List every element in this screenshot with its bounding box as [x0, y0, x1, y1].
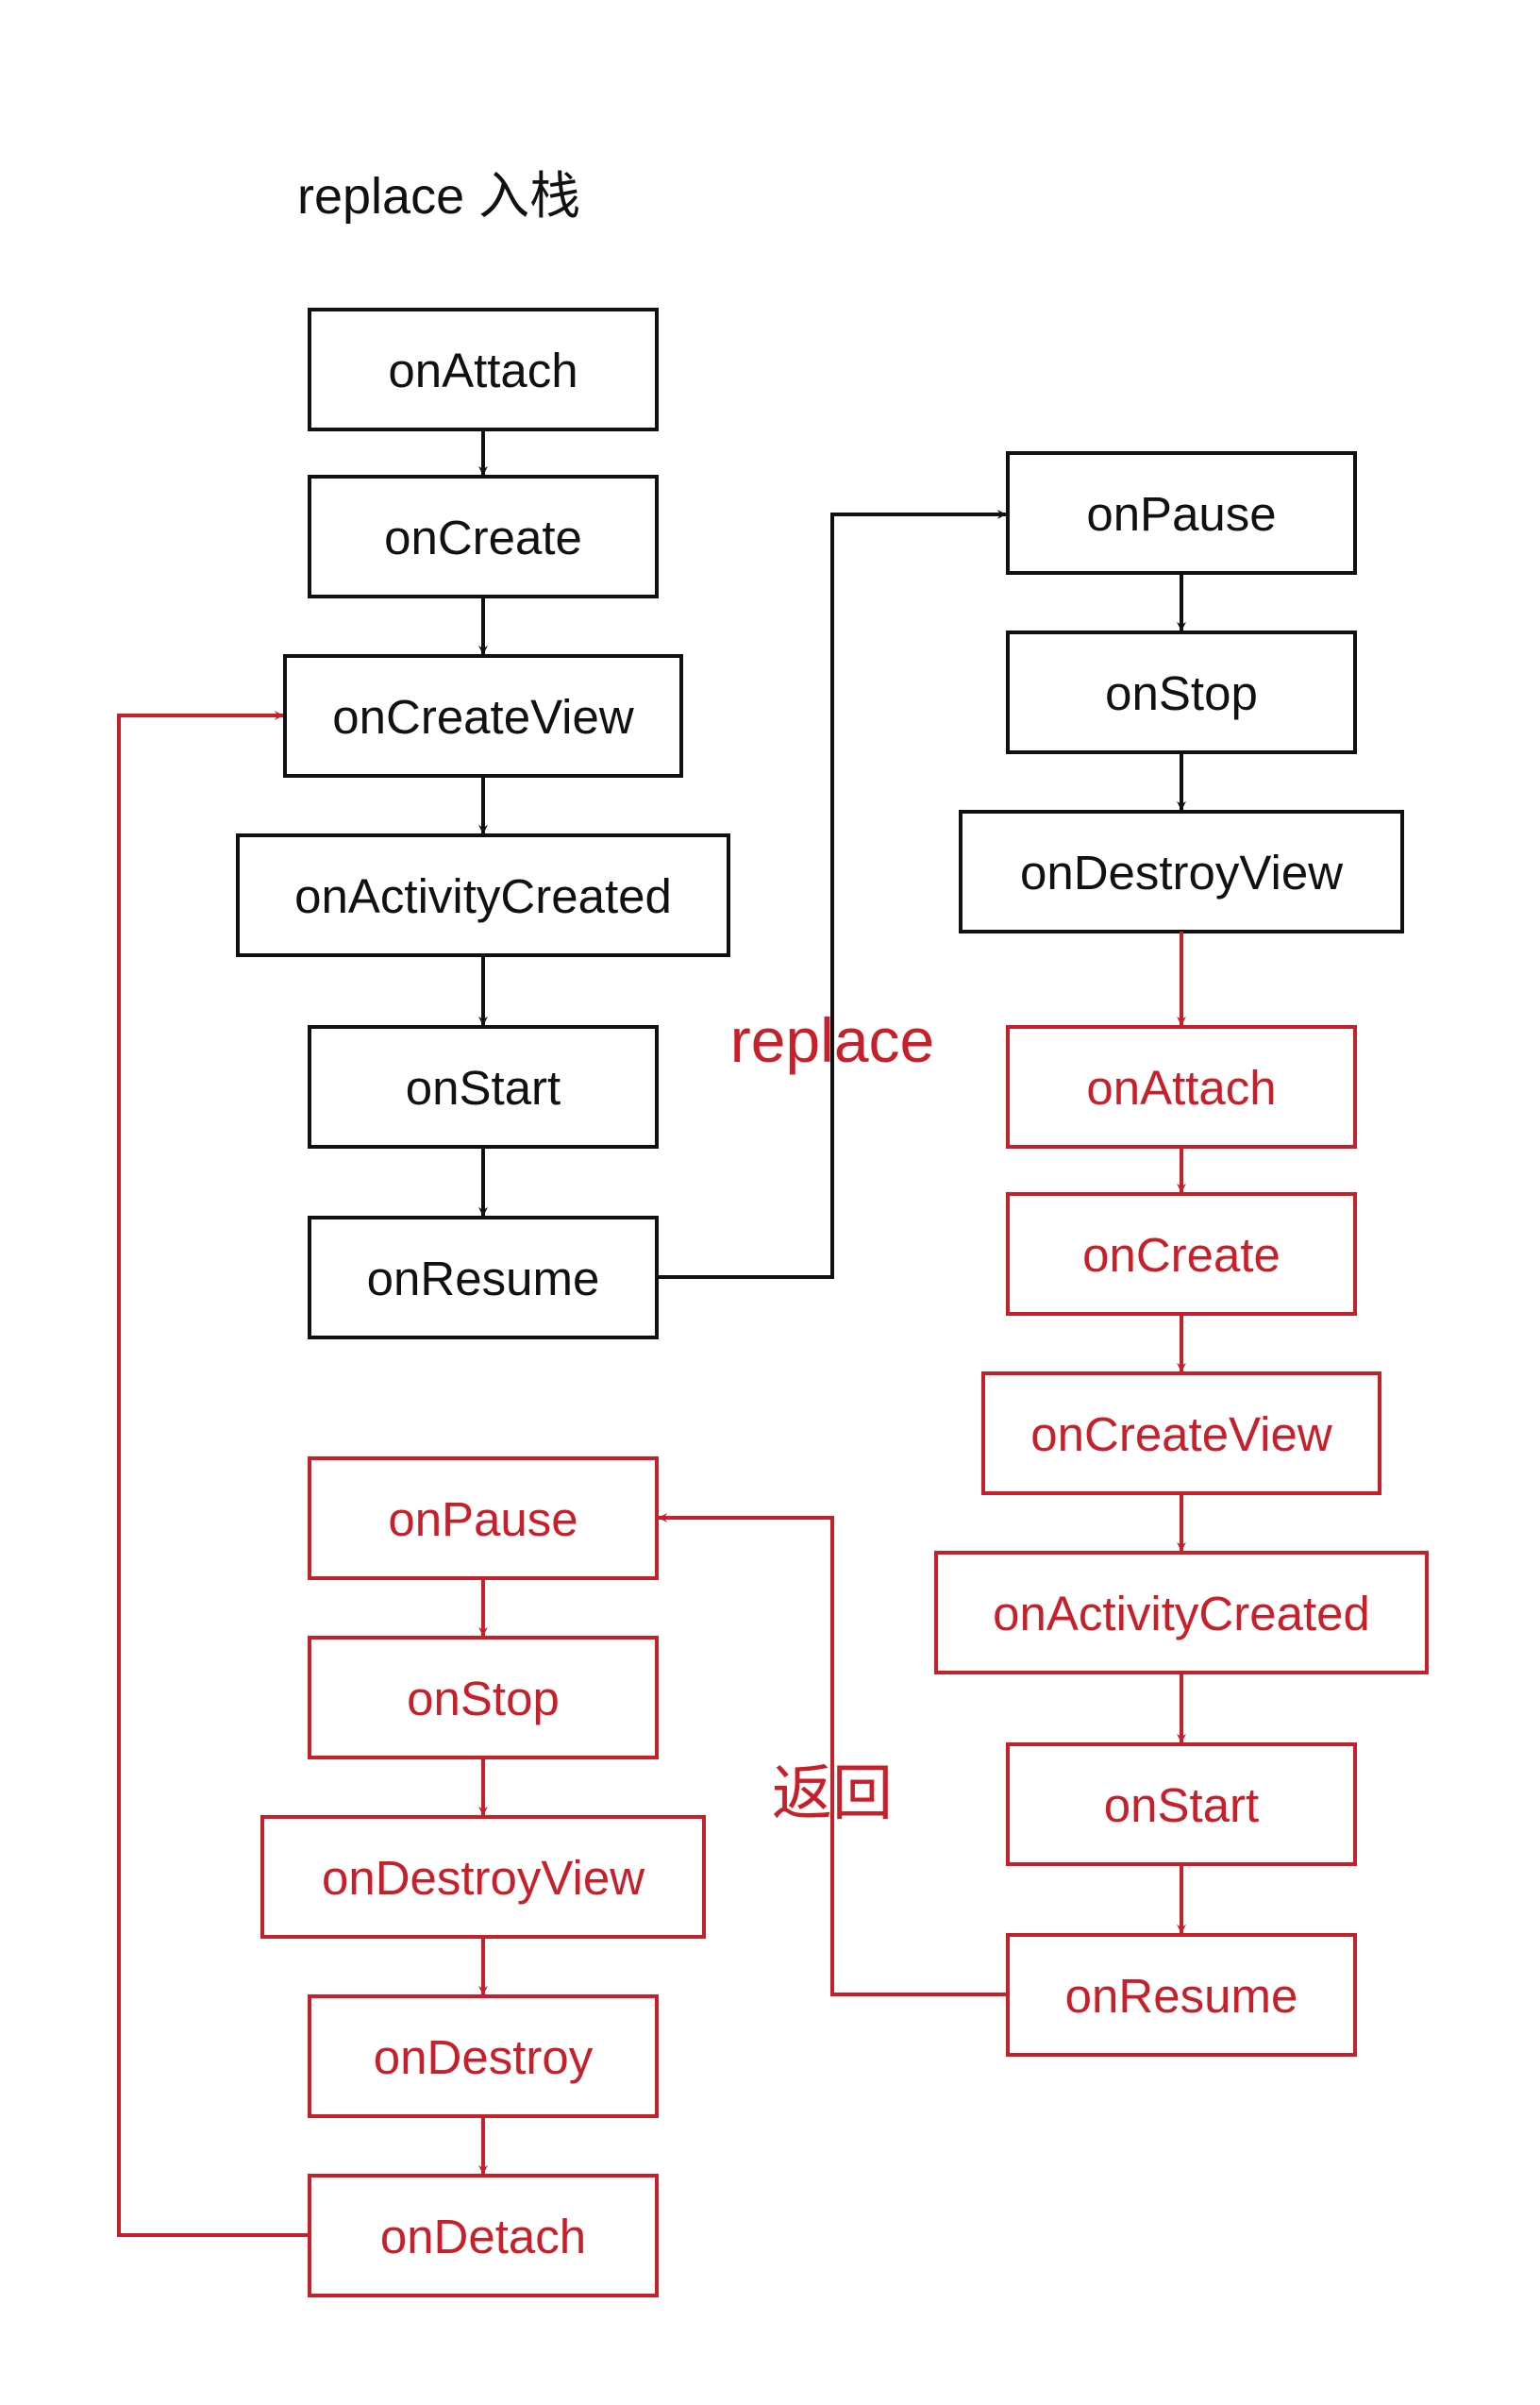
fragment-a-enter-column: onAttach onCreate onCreateView onActivit… [236, 308, 730, 1339]
node-b-onstop: onStop [1006, 631, 1357, 754]
label-back: 返回 [772, 1759, 893, 1827]
connector-loop [117, 711, 310, 2237]
node-a-ondestroyview: onDestroyView [260, 1815, 706, 1939]
svg-text:onCreateView: onCreateView [332, 690, 634, 744]
node-a-onactivitycreated: onActivityCreated [236, 833, 730, 957]
node-a-ondestroy: onDestroy [308, 1994, 659, 2118]
node-b-onactivitycreated: onActivityCreated [934, 1551, 1429, 1674]
svg-text:onAttach: onAttach [1086, 1061, 1276, 1115]
node-b-onpause: onPause [1006, 451, 1357, 575]
node-a-onattach: onAttach [308, 308, 659, 431]
svg-text:onStart: onStart [1104, 1778, 1259, 1832]
svg-text:onDestroy: onDestroy [374, 2030, 594, 2084]
svg-text:onActivityCreated: onActivityCreated [993, 1587, 1370, 1640]
svg-text:onCreateView: onCreateView [1030, 1407, 1332, 1461]
node-a-oncreate: onCreate [308, 475, 659, 598]
svg-text:onStart: onStart [406, 1061, 561, 1115]
svg-text:onDestroyView: onDestroyView [1020, 846, 1343, 900]
node-b-oncreateview: onCreateView [981, 1371, 1381, 1495]
node-a-onstop: onStop [308, 1636, 659, 1759]
svg-text:onStop: onStop [1105, 666, 1258, 720]
node-a-ondetach: onDetach [308, 2174, 659, 2297]
svg-text:onAttach: onAttach [388, 344, 578, 397]
svg-text:onActivityCreated: onActivityCreated [294, 869, 672, 923]
svg-text:onPause: onPause [388, 1492, 578, 1546]
svg-text:onStop: onStop [407, 1672, 560, 1725]
label-replace: replace [730, 1005, 934, 1075]
svg-text:onCreate: onCreate [1082, 1228, 1281, 1282]
node-b-onattach: onAttach [1006, 1025, 1357, 1149]
node-b-onresume: onResume [1006, 1933, 1357, 2057]
svg-text:onResume: onResume [367, 1252, 600, 1305]
node-b-ondestroyview: onDestroyView [959, 810, 1404, 933]
svg-text:onResume: onResume [1065, 1969, 1298, 2023]
node-a-onpause: onPause [308, 1456, 659, 1580]
fragment-b-exit-column: onPause onStop onDestroyView [959, 451, 1404, 933]
svg-text:onPause: onPause [1086, 487, 1276, 541]
node-b-oncreate: onCreate [1006, 1192, 1357, 1316]
node-a-onresume: onResume [308, 1216, 659, 1339]
fragment-a-exit-column: onPause onStop onDestroyView onDestroy o… [260, 1456, 706, 2297]
connector-back [658, 1513, 1008, 1996]
connector-replace [657, 510, 1007, 1279]
node-a-onstart: onStart [308, 1025, 659, 1149]
svg-text:onDestroyView: onDestroyView [322, 1851, 644, 1905]
svg-text:onDetach: onDetach [380, 2210, 586, 2263]
node-a-oncreateview: onCreateView [283, 654, 683, 778]
svg-text:onCreate: onCreate [384, 511, 582, 564]
diagram-title: replace 入栈 [297, 168, 580, 225]
node-b-onstart: onStart [1006, 1742, 1357, 1866]
fragment-b-enter-column: onAttach onCreate onCreateView onActivit… [934, 932, 1429, 2057]
